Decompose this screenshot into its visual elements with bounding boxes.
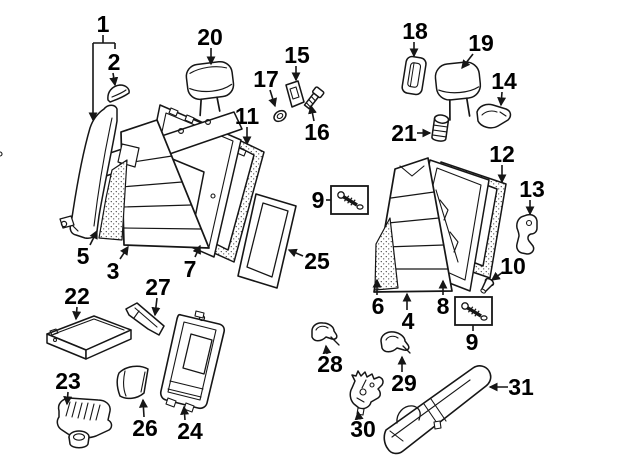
part-5-bolster-pad (98, 159, 128, 241)
part-6-bolster-pad (374, 217, 399, 291)
part-14-latch-cover (476, 103, 512, 129)
callout-label-28: 28 (317, 351, 343, 377)
part-28-latch-cap (311, 322, 340, 346)
part-27-strip (125, 302, 165, 336)
callout-label-21: 21 (391, 120, 417, 146)
callout-arrow-10 (490, 271, 504, 281)
callout-arrow-26 (138, 398, 148, 418)
callout-label-20: 20 (197, 24, 223, 50)
callout-arrow-28 (322, 344, 332, 355)
callout-label-5: 5 (77, 243, 90, 269)
callout-label-17: 17 (253, 66, 279, 92)
callout-label-14: 14 (491, 68, 517, 94)
callout-arrow-22 (72, 306, 82, 321)
callout-label-1: 1 (97, 11, 110, 37)
callout-arrow-3 (119, 245, 129, 260)
callout-label-6: 6 (372, 293, 385, 319)
part-19-headrest-right (434, 61, 482, 121)
callout-arrow-5 (89, 229, 98, 246)
callout-label-13: 13 (519, 176, 545, 202)
screw-thread-icon (467, 306, 474, 313)
callout-label-30: 30 (350, 416, 376, 442)
screw-thread-icon (474, 310, 480, 317)
part-15-latch-plate (285, 80, 305, 108)
callout-arrow-24 (180, 405, 190, 421)
callout-label-2: 2 (108, 49, 121, 75)
part-18-guide-trim (401, 55, 427, 96)
screw-head-icon (461, 302, 469, 310)
callout-arrow-17 (268, 89, 278, 108)
screw-head-icon (337, 191, 345, 199)
callout-arrow-23 (63, 391, 73, 406)
part-2-end-cap (107, 84, 130, 103)
callout-label-4: 4 (402, 308, 415, 334)
callout-label-26: 26 (132, 415, 158, 441)
callout-label-7: 7 (184, 256, 197, 282)
part-20-headrest-left (185, 60, 235, 117)
screw-thread-icon (471, 308, 477, 315)
callout-arrow-25 (287, 248, 304, 258)
callout-label-27: 27 (145, 274, 171, 300)
callout-arrow-30 (354, 410, 364, 421)
callout-arrow-7 (192, 244, 201, 258)
screw-thread-icon (350, 199, 356, 206)
callout-label-25: 25 (304, 248, 330, 274)
callout-label-18: 18 (402, 18, 428, 44)
callout-label-23: 23 (55, 368, 81, 394)
screw-thread-icon (343, 195, 350, 202)
callout-label-8: 8 (437, 293, 450, 319)
part-13-bracket (516, 213, 538, 255)
part-24-armrest-frame (159, 310, 226, 413)
screw-washer-icon (480, 315, 488, 321)
part-22-folding-box (46, 315, 132, 360)
part-31-ski-bag (383, 365, 492, 455)
callout-arrow-2 (109, 72, 119, 87)
part-30-latch-bracket (349, 370, 384, 416)
part-23-cupholder (56, 397, 113, 449)
callout-arrow-14 (497, 91, 507, 107)
callout-label-9: 9 (312, 187, 325, 213)
callout-arrow-19 (461, 53, 474, 70)
callout-label-3: 3 (107, 258, 120, 284)
callout-label-12: 12 (489, 141, 515, 167)
callout-label-15: 15 (284, 42, 310, 68)
callout-arrow-16 (308, 104, 317, 122)
callout-label-19: 19 (468, 30, 494, 56)
callout-label-29: 29 (391, 370, 417, 396)
callout-label-10: 10 (500, 253, 526, 279)
part-17-grommet (273, 109, 287, 123)
part-25-trim-frame (237, 193, 297, 289)
part-16-bolt (303, 86, 325, 110)
callout-label-16: 16 (304, 119, 330, 145)
callout-label-31: 31 (508, 374, 534, 400)
callout-arrow-27 (151, 297, 161, 317)
screw-thread-icon (347, 197, 353, 204)
part-1-side-bolster (59, 104, 118, 239)
part-29-latch-cap (380, 331, 411, 354)
screw-washer-icon (356, 204, 364, 210)
part-26-trim-strip (116, 365, 149, 400)
callout-label-11: 11 (235, 103, 260, 129)
callout-label-22: 22 (64, 283, 90, 309)
callout-label-9: 9 (466, 329, 479, 355)
part-21-guide-sleeve (431, 114, 450, 142)
callout-label-24: 24 (177, 418, 203, 444)
